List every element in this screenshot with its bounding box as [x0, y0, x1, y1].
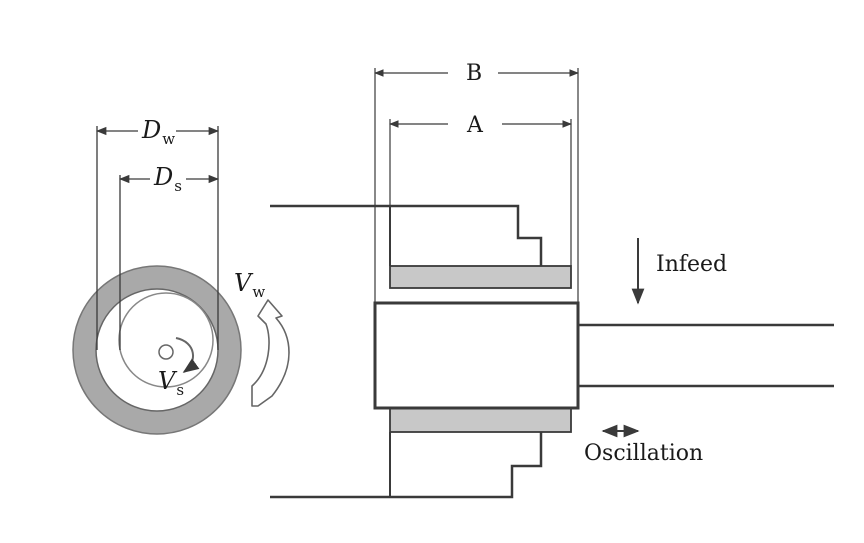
oscillation-label: Oscillation	[584, 441, 704, 466]
ds-symbol: D	[154, 163, 174, 191]
lower-workpiece-profile	[270, 432, 543, 499]
small-wheel-circle	[118, 292, 214, 388]
upper-workpiece-profile	[270, 204, 543, 266]
dw-label: Dw	[142, 116, 175, 147]
dw-subscript: w	[162, 130, 176, 148]
end-view	[72, 126, 290, 435]
ds-subscript: s	[174, 177, 182, 195]
vw-label: Vw	[234, 269, 265, 300]
vw-rotation-arrow	[251, 299, 290, 407]
vw-symbol: V	[234, 269, 252, 297]
spindle-center	[158, 344, 174, 360]
dim-b-label: B	[466, 61, 483, 86]
vs-rotation-arrow	[175, 337, 200, 373]
vs-subscript: s	[176, 381, 185, 399]
grinding-wheel-block	[373, 301, 580, 410]
upper-shoulder-band	[389, 265, 572, 289]
dim-a-label: A	[467, 113, 483, 138]
vw-subscript: w	[252, 283, 266, 301]
vs-label: Vs	[158, 367, 184, 398]
side-view	[270, 68, 834, 499]
vs-symbol: V	[158, 367, 176, 395]
ds-label: Ds	[154, 163, 182, 194]
lower-shoulder-band	[389, 407, 572, 433]
infeed-label: Infeed	[656, 252, 728, 277]
dw-symbol: D	[142, 116, 162, 144]
